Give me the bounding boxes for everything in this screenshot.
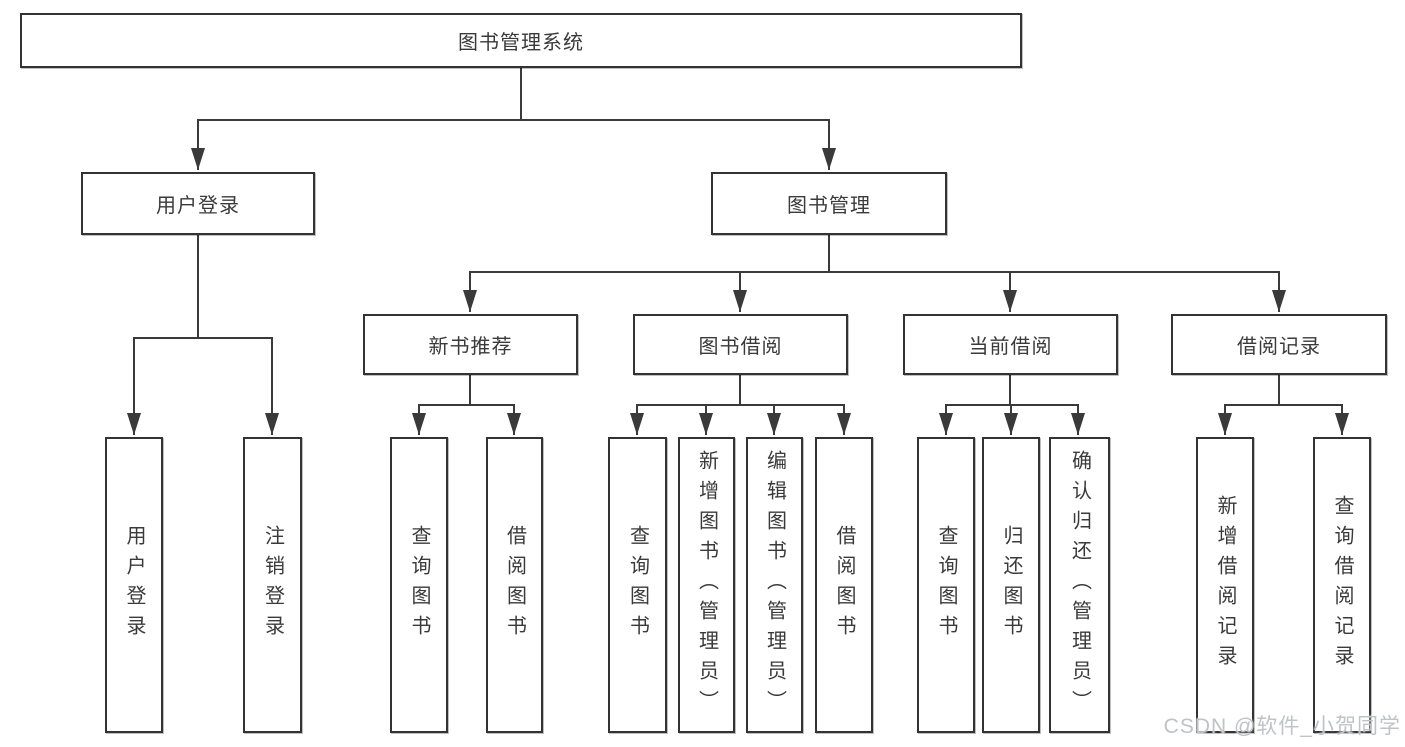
leaf-query-borrow-record: 查询借阅记录 xyxy=(1313,437,1371,733)
node-book-borrowing-label: 图书借阅 xyxy=(698,336,783,358)
leaf-query-books-1-label: 查询图书 xyxy=(408,525,430,645)
leaf-query-books-3-label: 查询图书 xyxy=(935,525,957,645)
leaf-query-borrow-record-label: 查询借阅记录 xyxy=(1331,495,1353,675)
leaf-edit-book-admin: 编辑图书（管理员） xyxy=(746,437,803,733)
node-book-management-label: 图书管理 xyxy=(787,195,871,217)
node-borrow-records: 借阅记录 xyxy=(1171,314,1387,375)
node-current-borrowing-label: 当前借阅 xyxy=(968,336,1053,358)
leaf-logout-label: 注销登录 xyxy=(261,525,284,645)
leaf-borrow-books-2: 借阅图书 xyxy=(815,437,873,733)
leaf-query-books-2-label: 查询图书 xyxy=(626,525,649,645)
leaf-borrow-books-1: 借阅图书 xyxy=(486,437,543,733)
leaf-query-books-2: 查询图书 xyxy=(608,437,667,733)
node-book-borrowing: 图书借阅 xyxy=(633,314,848,375)
node-library-system-label: 图书管理系统 xyxy=(458,32,584,54)
leaf-borrow-books-1-label: 借阅图书 xyxy=(503,525,526,645)
node-new-book-recommend: 新书推荐 xyxy=(363,314,578,375)
leaf-add-borrow-record-label: 新增借阅记录 xyxy=(1214,495,1236,675)
leaf-return-book-label: 归还图书 xyxy=(1000,525,1022,645)
leaf-add-borrow-record: 新增借阅记录 xyxy=(1196,437,1254,733)
leaf-user-login-label: 用户登录 xyxy=(123,525,145,645)
node-library-system: 图书管理系统 xyxy=(20,13,1022,68)
node-user-login-branch-label: 用户登录 xyxy=(156,195,240,217)
leaf-add-book-admin-label: 新增图书（管理员） xyxy=(695,450,718,720)
leaf-borrow-books-2-label: 借阅图书 xyxy=(833,525,855,645)
leaf-add-book-admin: 新增图书（管理员） xyxy=(678,437,735,733)
csdn-watermark: CSDN @软件_小贺同学 xyxy=(1163,715,1401,738)
leaf-edit-book-admin-label: 编辑图书（管理员） xyxy=(763,450,786,720)
node-borrow-records-label: 借阅记录 xyxy=(1237,336,1321,358)
leaf-return-book: 归还图书 xyxy=(982,437,1040,733)
leaf-logout: 注销登录 xyxy=(243,437,302,733)
leaf-user-login: 用户登录 xyxy=(105,437,163,733)
node-book-management: 图书管理 xyxy=(711,172,947,235)
node-current-borrowing: 当前借阅 xyxy=(903,314,1118,375)
node-new-book-recommend-label: 新书推荐 xyxy=(428,336,513,358)
leaf-query-books-3: 查询图书 xyxy=(917,437,975,733)
leaf-query-books-1: 查询图书 xyxy=(390,437,448,733)
leaf-confirm-return-admin-label: 确认归还（管理员） xyxy=(1068,450,1091,720)
node-user-login-branch: 用户登录 xyxy=(81,172,315,235)
leaf-confirm-return-admin: 确认归还（管理员） xyxy=(1049,437,1110,733)
